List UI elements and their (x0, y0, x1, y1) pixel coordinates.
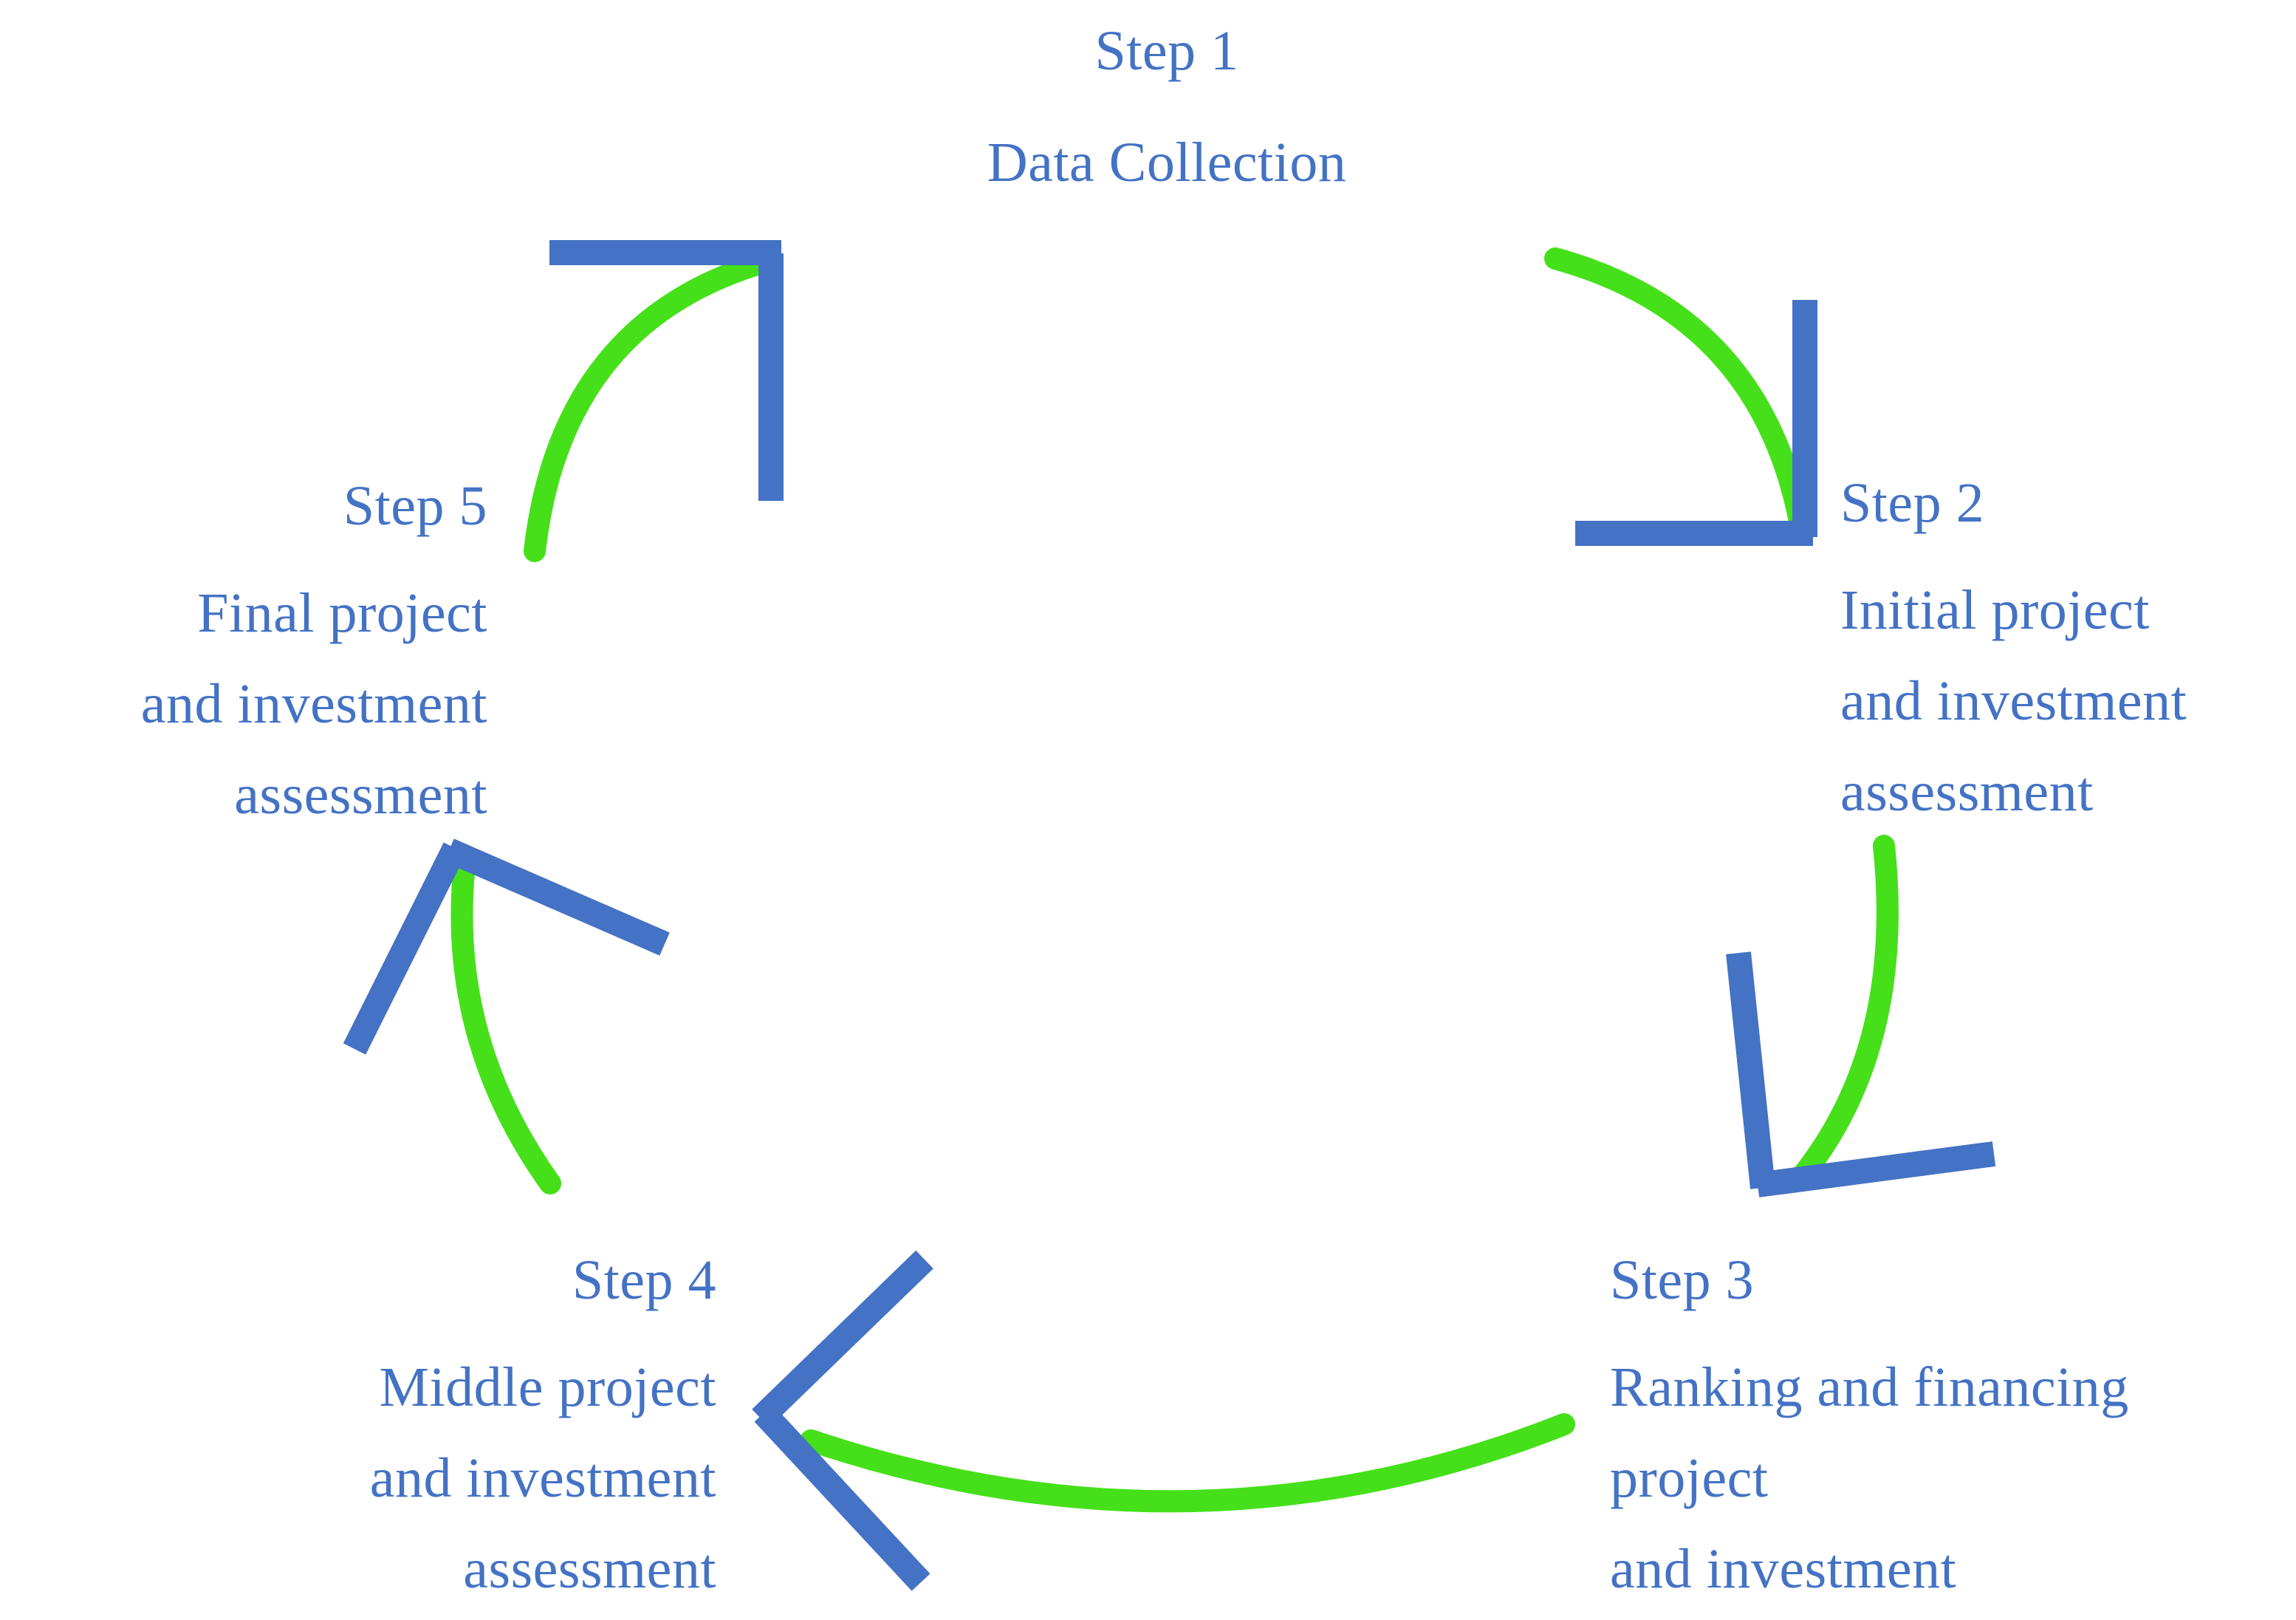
step-label-1: Step 1 Data Collection (908, 6, 1425, 208)
step-5-line-1: Final project (197, 582, 487, 645)
step-2-title: Step 2 (1840, 472, 1985, 534)
arc-step1-to-step2 (1544, 247, 1813, 544)
step-3-title: Step 3 (1610, 1249, 1755, 1311)
step-5-line-2: and investment (140, 673, 487, 736)
step-2-line-2: and investment (1840, 670, 2187, 733)
arrowhead-into-step4 (752, 1250, 933, 1591)
arrowhead-into-step5 (343, 838, 670, 1055)
step-1-title: Step 1 (1094, 20, 1239, 82)
step-4-line-3: assessment (463, 1538, 716, 1601)
arrowhead-into-step1 (549, 240, 784, 501)
step-5-title: Step 5 (343, 475, 487, 537)
step-3-line-3: and investment (1610, 1538, 1957, 1601)
step-1-line-1: Data Collection (987, 131, 1347, 194)
blue-arrowheads-group (343, 240, 1996, 1591)
step-4-line-1: Middle project (379, 1356, 716, 1419)
step-label-3: Step 3 Ranking and financing project and… (1610, 1235, 2129, 1615)
arc-step5-to-step1 (524, 249, 783, 562)
step-3-line-1: Ranking and financing (1610, 1356, 2129, 1419)
arc-step2-to-step3 (1789, 835, 1899, 1190)
step-label-4: Step 4 Middle project and investment ass… (244, 1235, 716, 1615)
green-arcs-group (450, 247, 1899, 1513)
step-4-line-2: and investment (369, 1447, 716, 1510)
arrowhead-into-step2 (1575, 300, 1817, 546)
step-3-line-2: project (1610, 1447, 1769, 1510)
step-2-line-1: Initial project (1840, 579, 2151, 642)
step-label-2: Step 2 Initial project and investment as… (1840, 458, 2187, 838)
arc-step3-to-step4 (800, 1413, 1575, 1513)
step-4-title: Step 4 (572, 1249, 716, 1311)
arc-step4-to-step5 (450, 861, 561, 1195)
step-5-line-3: assessment (234, 764, 487, 827)
step-label-5: Step 5 Final project and investment asse… (15, 461, 487, 841)
step-2-line-3: assessment (1840, 761, 2094, 824)
arrowhead-into-step3 (1726, 951, 1996, 1197)
